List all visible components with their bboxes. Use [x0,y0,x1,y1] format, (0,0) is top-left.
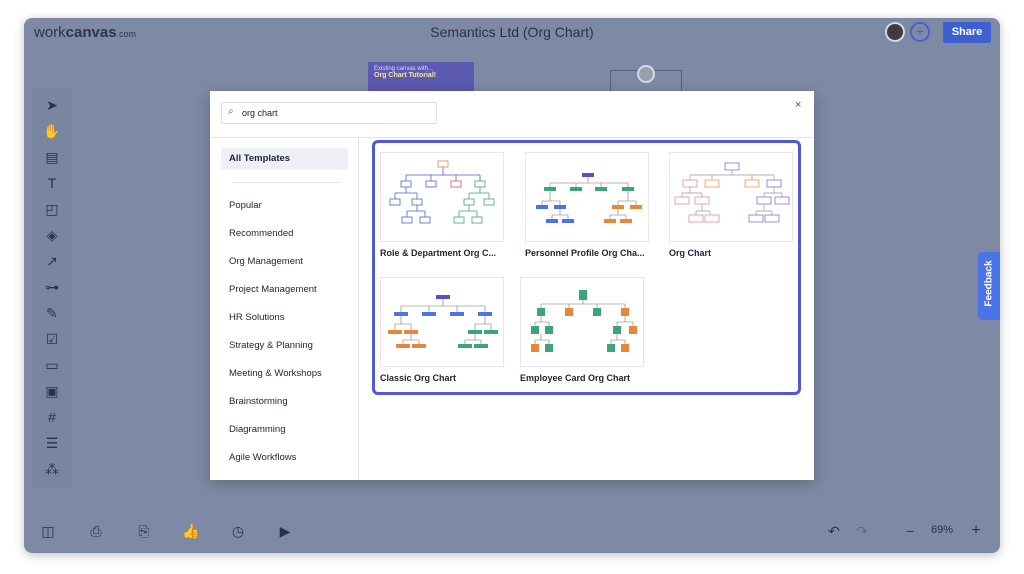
template-thumbnail[interactable] [525,152,649,242]
panel-toggle-icon[interactable]: ◫ [41,523,55,539]
user-avatar[interactable] [885,22,905,42]
select-icon[interactable]: ➤ [46,97,58,113]
template-label[interactable]: Employee Card Org Chart [520,373,631,383]
employee-card-org-preview [531,290,637,352]
hand-icon[interactable]: ✋ [43,123,61,139]
modal-header: ⌕ × [210,91,814,138]
template-thumbnail[interactable] [380,152,504,242]
add-collaborator-button[interactable]: + [910,22,930,42]
logo-suffix: .com [116,29,137,39]
feedback-tab[interactable]: Feedback [978,252,1000,320]
personnel-profile-org-preview [536,173,642,223]
template-search[interactable]: ⌕ [221,102,437,124]
category-item[interactable]: Org Management [229,256,303,267]
category-item[interactable]: Project Management [229,284,317,295]
template-label[interactable]: Org Chart [669,248,712,258]
bottom-bar: ↶ ↷ − 69% + ◫ ⎙ ⎘ 👍 ◷ ▶ [24,516,1000,550]
comment-icon[interactable]: ▭ [45,357,59,373]
thumbs-up-icon[interactable]: 👍 [182,523,200,539]
category-item[interactable]: Diagramming [229,424,286,435]
logo-prefix: work [34,24,66,41]
more-tools-icon[interactable]: ⁂ [45,461,59,477]
undo-icon[interactable]: ↶ [828,523,840,539]
template-results: Role & Department Org C... [372,140,801,395]
logo-bold: canvas [65,24,117,41]
zoom-level[interactable]: 69% [931,524,954,536]
template-thumbnail[interactable] [520,277,644,367]
category-item[interactable]: HR Solutions [229,312,285,323]
feedback-label: Feedback [983,260,995,307]
category-divider [232,182,340,183]
template-icon[interactable]: ▤ [45,149,59,165]
template-label[interactable]: Personnel Profile Org Cha... [525,248,645,258]
shapes-icon[interactable]: ◈ [46,227,58,243]
canvas-org-node[interactable] [610,65,682,93]
workcanvas-logo[interactable]: workcanvas.com [34,24,136,41]
pen-icon[interactable]: ✎ [46,305,58,321]
category-item[interactable]: Popular [229,200,262,211]
template-thumbnail[interactable] [669,152,793,242]
text-icon[interactable]: T [47,175,57,191]
image-icon[interactable]: ▣ [45,383,59,399]
frame-icon[interactable]: # [48,409,56,425]
template-label[interactable]: Role & Department Org C... [380,248,497,258]
redo-icon[interactable]: ↷ [856,523,868,539]
list-icon[interactable]: ☰ [45,435,59,451]
classic-org-chart-preview [388,295,498,348]
zoom-in-button[interactable]: + [971,522,981,539]
canvas-node-photo [637,65,655,83]
template-search-input[interactable] [242,106,422,120]
role-department-org-preview [389,160,495,224]
share-button[interactable]: Share [943,22,991,43]
canvas-note-line2: Org Chart Tutorial! [374,72,437,79]
category-item[interactable]: Agile Workflows [229,452,297,463]
search-icon: ⌕ [228,106,234,117]
category-item[interactable]: All Templates [221,148,348,170]
connector-icon[interactable]: ↗ [46,253,58,269]
category-item[interactable]: Brainstorming [229,396,288,407]
org-chart-preview [674,162,790,223]
sticky-note-icon[interactable]: ◰ [45,201,59,217]
mind-map-icon[interactable]: ⊶ [45,279,59,295]
close-icon[interactable]: × [795,99,802,111]
zoom-out-button[interactable]: − [905,523,915,539]
canvas-tutorial-note[interactable]: Existing canvas with... Org Chart Tutori… [368,62,474,92]
category-item[interactable]: Strategy & Planning [229,340,313,351]
video-icon[interactable]: ▶ [279,523,291,539]
category-item[interactable]: Meeting & Workshops [229,368,322,379]
template-thumbnail[interactable] [380,277,504,367]
checklist-icon[interactable]: ☑ [45,331,59,347]
export-icon[interactable]: ⎘ [138,523,150,539]
left-toolbar: ➤ ✋ ▤ T ◰ ◈ ↗ ⊶ ✎ ☑ ▭ ▣ # ☰ ⁂ [34,90,70,486]
present-icon[interactable]: ⎙ [90,523,102,539]
document-title[interactable]: Semantics Ltd (Org Chart) [430,24,594,40]
category-item[interactable]: Recommended [229,228,294,239]
canvas-note-line1: Existing canvas with... [374,66,434,72]
timer-icon[interactable]: ◷ [231,523,245,539]
template-label[interactable]: Classic Org Chart [380,373,457,383]
top-bar: workcanvas.com Semantics Ltd (Org Chart)… [24,18,1000,48]
